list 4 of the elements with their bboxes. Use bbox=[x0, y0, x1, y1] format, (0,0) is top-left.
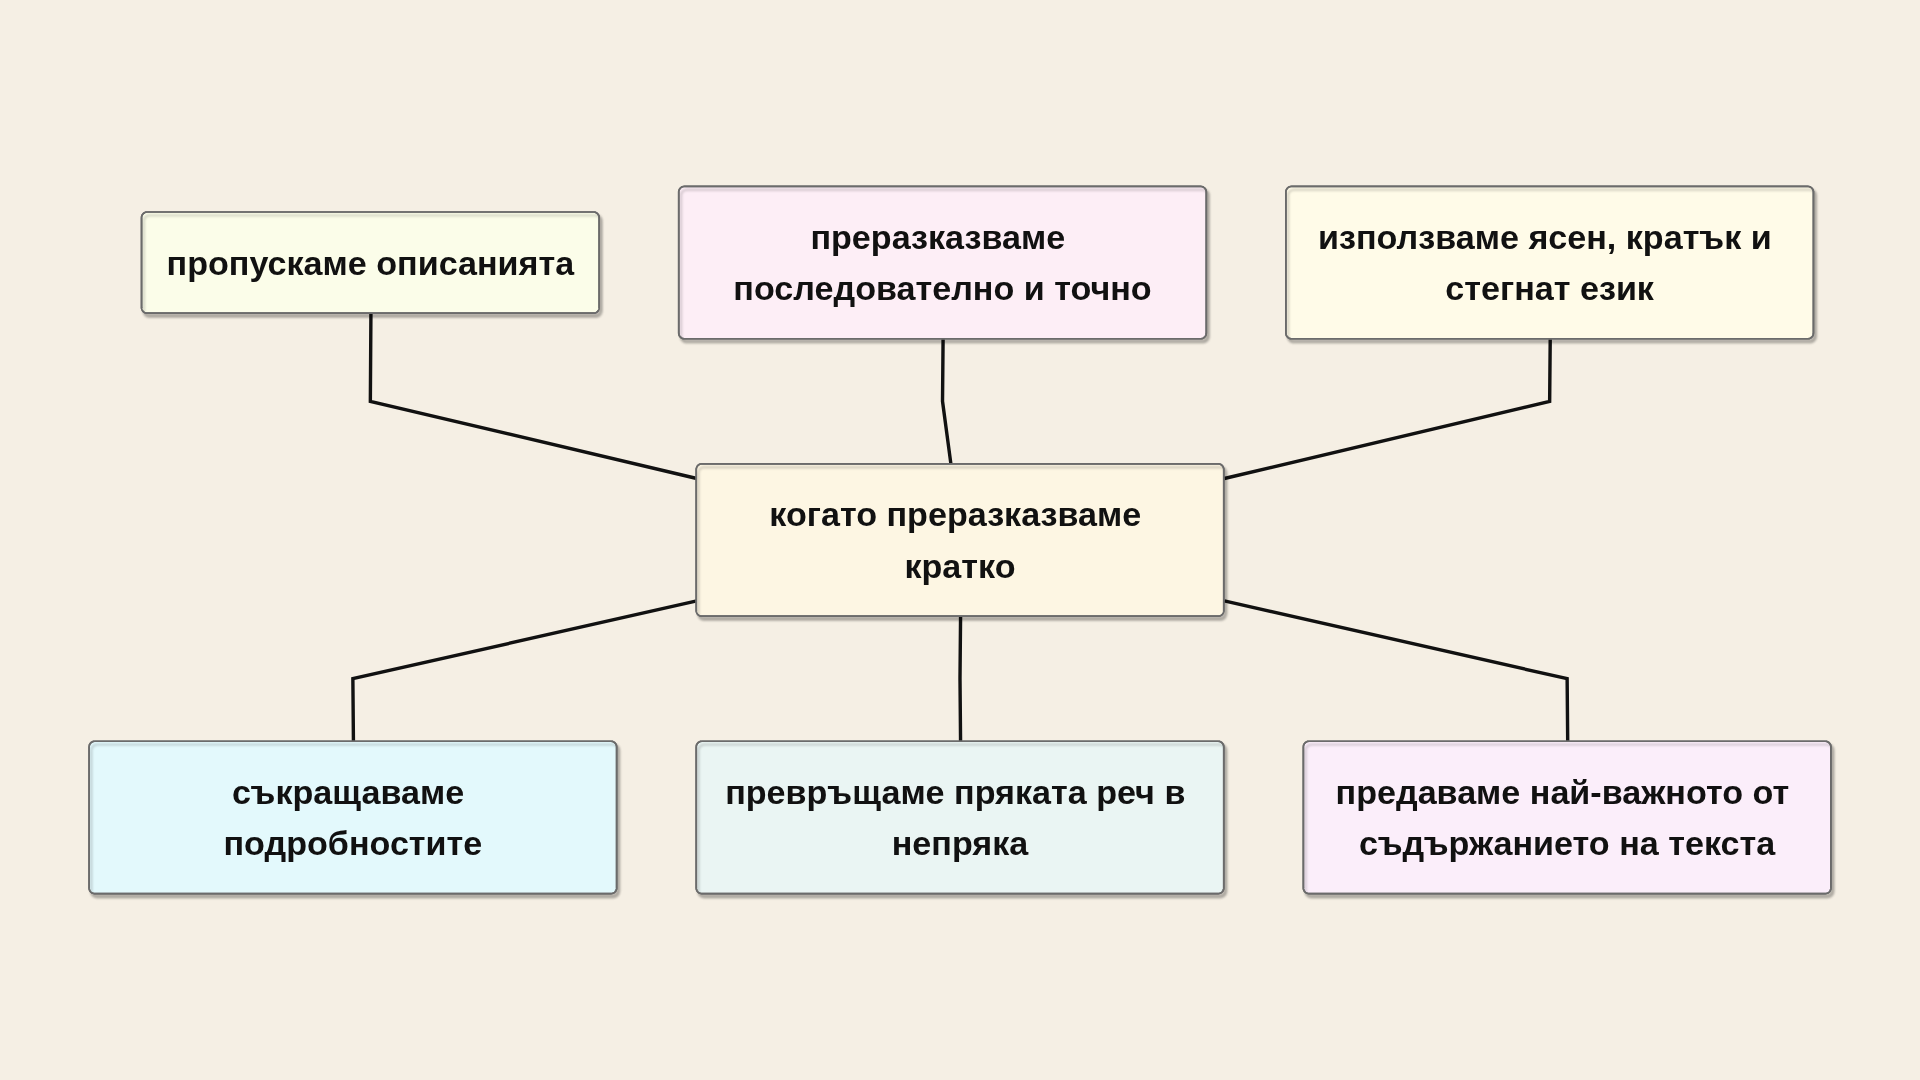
connector bbox=[958, 616, 963, 742]
connector bbox=[1223, 599, 1570, 742]
connector bbox=[940, 339, 953, 465]
connector bbox=[1223, 339, 1552, 481]
